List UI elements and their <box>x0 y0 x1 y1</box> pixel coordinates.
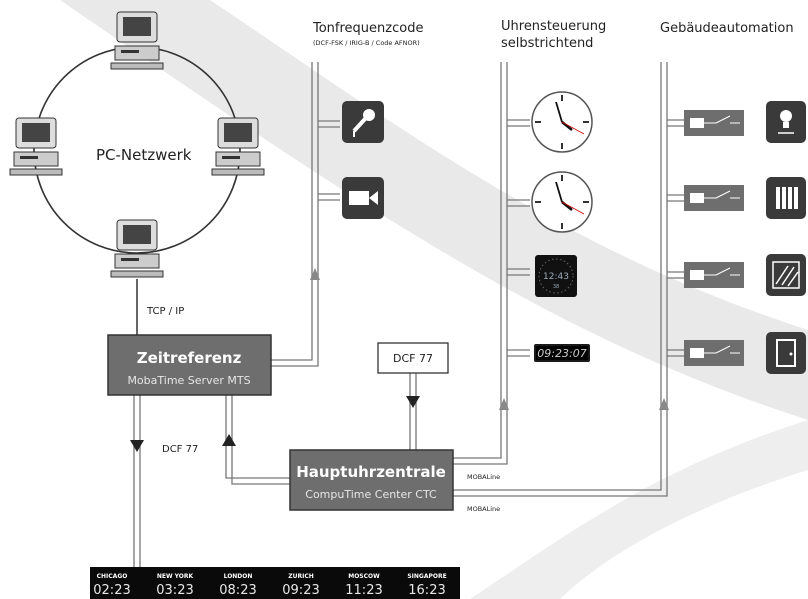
led-clock-icon: 12:43 38 <box>535 255 577 297</box>
dcf-side-label: DCF 77 <box>162 444 198 455</box>
microphone-icon <box>342 101 384 143</box>
zeitreferenz-box: Zeitreferenz MobaTime Server MTS <box>107 334 272 396</box>
digital-clock-time: 09:23:07 <box>537 347 586 360</box>
analog-clock-icon <box>531 91 593 153</box>
tone-subtitle: (DCF-FSK / IRIG-B / Code AFNOR) <box>313 39 420 47</box>
dcf77-box: DCF 77 <box>377 342 449 374</box>
hauptuhr-subtitle: CompuTime Center CTC <box>305 488 437 501</box>
arrow-up <box>310 268 320 280</box>
clock-title-1: Uhrensteuerung <box>501 19 606 34</box>
tcp-label: TCP / IP <box>146 306 184 317</box>
door-icon <box>766 332 806 374</box>
building-title: Gebäudeautomation <box>660 21 794 36</box>
arrow-down <box>406 396 420 408</box>
arrow-up <box>499 398 509 410</box>
signal-lines <box>133 62 684 567</box>
digital-clock-icon: 09:23:07 <box>534 344 590 362</box>
radiator-icon <box>766 177 806 219</box>
tone-title: Tonfrequenzcode <box>312 21 423 36</box>
relay-icon <box>684 185 744 211</box>
hauptuhr-box: Hauptuhrzentrale CompuTime Center CTC <box>289 449 454 511</box>
world-clock-time: 03:23 <box>156 583 193 598</box>
world-clock-display: CHICAGO 02:23 NEW YORK 03:23 LONDON 08:23 ZURI… <box>90 567 460 599</box>
computer-icon <box>9 117 63 176</box>
network-label: PC-Netzwerk <box>96 146 192 164</box>
world-clock-city: LONDON <box>224 573 253 580</box>
hauptuhr-title: Hauptuhrzentrale <box>296 463 446 481</box>
arrow-up <box>659 398 669 410</box>
dcf77-box-label: DCF 77 <box>393 352 433 365</box>
background-swoosh <box>60 0 808 420</box>
world-clock-city: ZURICH <box>288 573 314 580</box>
lamp-icon <box>766 101 806 143</box>
world-clock-time: 02:23 <box>93 583 130 598</box>
world-clock-city: CHICAGO <box>97 573 128 580</box>
analog-clock-icon <box>531 171 593 233</box>
world-clock-city: SINGAPORE <box>407 573 446 580</box>
led-clock-time: 12:43 <box>543 272 569 282</box>
background-swoosh-lower <box>470 420 808 599</box>
clock-title-2: selbstrichtend <box>501 36 593 51</box>
mobaline-lower-label: MOBALine <box>467 505 500 513</box>
relay-icon <box>684 110 744 136</box>
computer-icon <box>110 219 164 278</box>
blinds-icon <box>766 254 806 296</box>
world-clock-time: 11:23 <box>345 583 382 598</box>
arrow-up <box>222 434 236 446</box>
relay-icon <box>684 340 744 366</box>
camera-icon <box>342 177 384 219</box>
mobaline-upper-label: MOBALine <box>467 473 500 481</box>
zeitreferenz-subtitle: MobaTime Server MTS <box>127 374 250 387</box>
relay-icon <box>684 262 744 288</box>
world-clock-city: MOSCOW <box>348 573 380 580</box>
led-clock-seconds: 38 <box>553 284 559 290</box>
world-clock-time: 09:23 <box>282 583 319 598</box>
world-clock-city: NEW YORK <box>157 573 194 580</box>
world-clock-time: 16:23 <box>408 583 445 598</box>
arrow-down <box>130 440 144 452</box>
computer-icon <box>211 117 265 176</box>
world-clock-time: 08:23 <box>219 583 256 598</box>
computer-icon <box>110 11 164 70</box>
zeitreferenz-title: Zeitreferenz <box>137 349 242 367</box>
